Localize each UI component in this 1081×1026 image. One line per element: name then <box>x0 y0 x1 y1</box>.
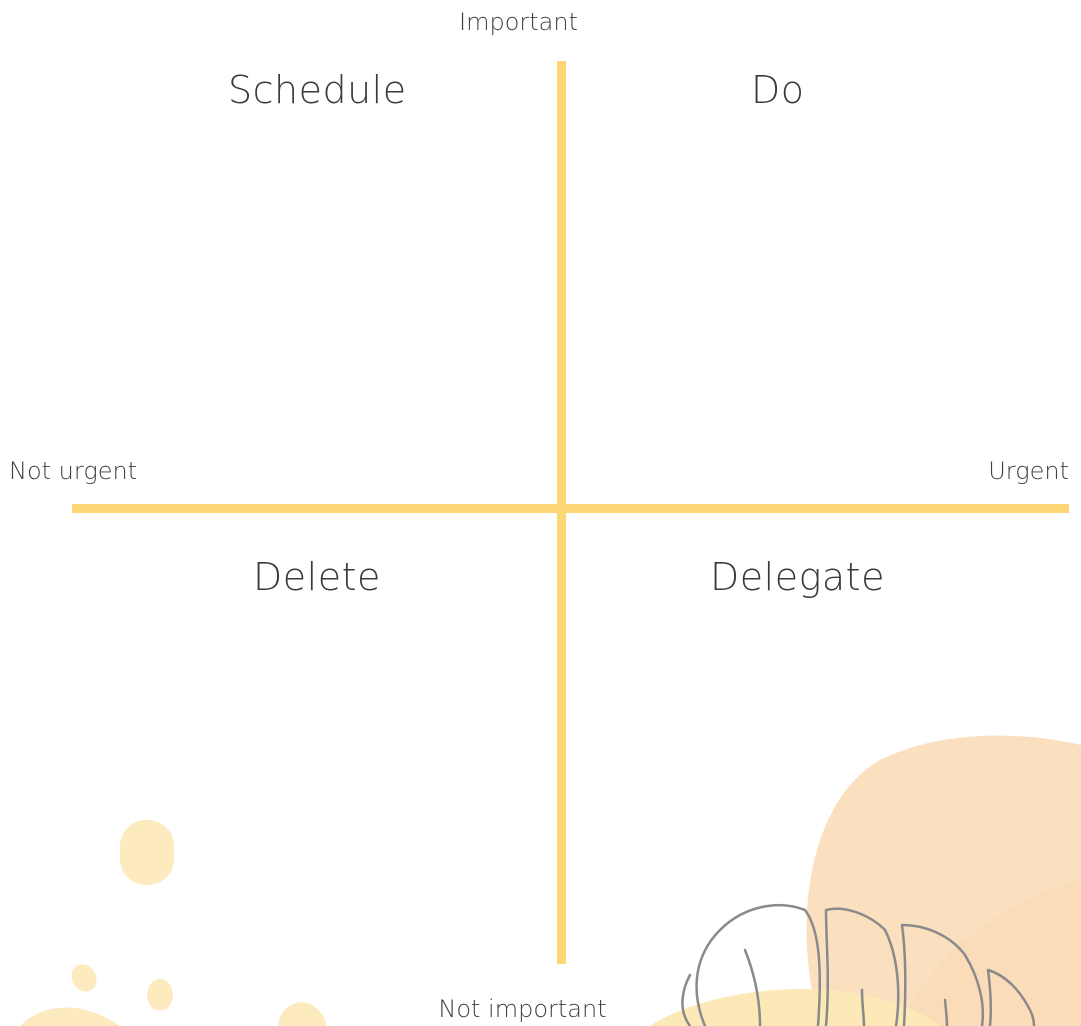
yellow-bottom-mid-blob <box>278 1002 326 1026</box>
leaf-outline-3 <box>824 907 900 1026</box>
leaf-outline-4-vein <box>943 998 949 1026</box>
quadrant-do: Do <box>751 68 805 112</box>
leaf-outline-2 <box>681 973 692 1026</box>
axis-label-not-important: Not important <box>438 995 607 1023</box>
yellow-pill-shape <box>120 820 174 885</box>
axis-label-important: Important <box>459 8 578 36</box>
yellow-mound-shape <box>650 989 940 1026</box>
peach-blob-inner-shape <box>900 880 1081 1026</box>
yellow-dot-medium <box>147 979 173 1011</box>
axis-label-urgent: Urgent <box>988 457 1069 485</box>
yellow-bottom-left-blob <box>20 1007 120 1026</box>
axis-label-not-urgent: Not urgent <box>9 457 138 485</box>
quadrant-delegate: Delegate <box>710 555 885 599</box>
leaf-outline-1 <box>695 903 822 1026</box>
quadrant-delete: Delete <box>253 555 381 599</box>
leaf-outline-5 <box>986 968 1036 1026</box>
leaf-outline-3-vein <box>860 988 866 1026</box>
quadrant-schedule: Schedule <box>228 68 407 112</box>
leaf-outlines <box>681 903 1036 1026</box>
leaf-outline-1-vein <box>743 948 762 1026</box>
leaf-outline-4 <box>900 923 985 1026</box>
horizontal-axis-line <box>72 504 1069 513</box>
yellow-dot-small <box>71 964 97 992</box>
